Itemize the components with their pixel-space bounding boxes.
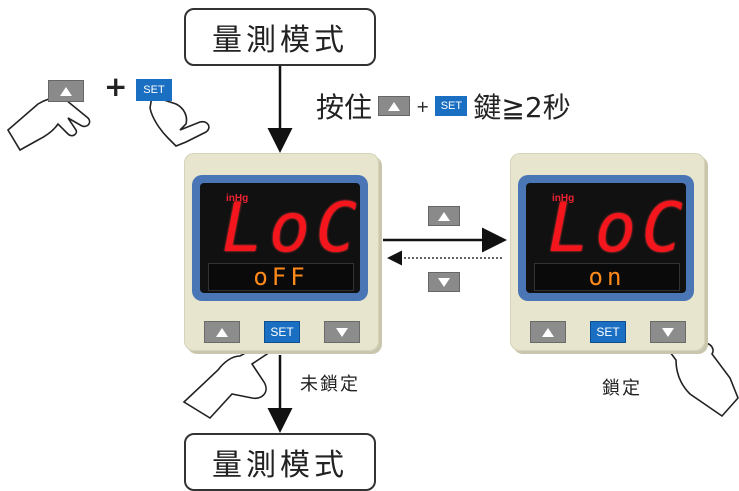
transition-up-key [428, 206, 460, 226]
unlocked-label: 未鎖定 [300, 374, 360, 395]
left-down-button[interactable] [324, 321, 360, 343]
down-arrow-key-icon [662, 327, 674, 337]
left-device-screen: inHg LoC oFF [200, 183, 360, 293]
right-sub-screen: on [534, 263, 680, 291]
left-device: inHg LoC oFF SET [184, 153, 379, 351]
left-unit-label: inHg [226, 193, 249, 204]
right-device-screen: inHg LoC on [526, 183, 686, 293]
combo-up-key [48, 80, 84, 102]
hand-pressing-icon [6, 97, 91, 152]
left-device-face: inHg LoC oFF [192, 175, 368, 301]
down-arrow-key-icon [438, 277, 450, 287]
top-mode-box: 量測模式 [184, 8, 376, 66]
up-arrow-key-icon [60, 86, 72, 96]
up-arrow-key-icon [216, 327, 228, 337]
combo-plus: + [104, 70, 128, 103]
instruction-up-key [378, 96, 411, 116]
right-device-face: inHg LoC on [518, 175, 694, 301]
up-arrow-key-icon [542, 327, 554, 337]
transition-down-key [428, 272, 460, 292]
right-up-button[interactable] [530, 321, 566, 343]
hand-pressing-icon [149, 94, 210, 147]
right-main-display: LoC [548, 189, 689, 268]
right-device: inHg LoC on SET [510, 153, 705, 351]
right-set-label: SET [596, 325, 620, 339]
left-main-display: LoC [222, 189, 363, 268]
left-sub-display: oFF [253, 263, 309, 291]
up-arrow-key-icon [388, 101, 401, 111]
instruction-set-key: SET [435, 96, 468, 116]
left-sub-screen: oFF [208, 263, 354, 291]
hand-pressing-icon [182, 341, 273, 420]
top-mode-label: 量測模式 [212, 23, 348, 58]
instruction-caption: 按住 + SET 鍵≧2秒 [316, 86, 571, 126]
combo-set-label: SET [143, 84, 165, 96]
left-set-button[interactable]: SET [264, 321, 300, 343]
instruction-set-label: SET [440, 100, 463, 112]
locked-label: 鎖定 [602, 378, 642, 399]
right-down-button[interactable] [650, 321, 686, 343]
right-set-button[interactable]: SET [590, 321, 626, 343]
combo-set-key: SET [136, 79, 172, 101]
left-up-button[interactable] [204, 321, 240, 343]
right-sub-display: on [588, 263, 626, 291]
up-arrow-key-icon [438, 211, 450, 221]
bottom-mode-label: 量測模式 [212, 448, 348, 483]
instruction-prefix: 按住 [316, 91, 373, 124]
down-arrow-key-icon [336, 327, 348, 337]
instruction-suffix: 鍵≧2秒 [473, 91, 571, 124]
left-set-label: SET [270, 325, 294, 339]
instruction-plus: + [416, 96, 430, 116]
right-unit-label: inHg [552, 193, 575, 204]
